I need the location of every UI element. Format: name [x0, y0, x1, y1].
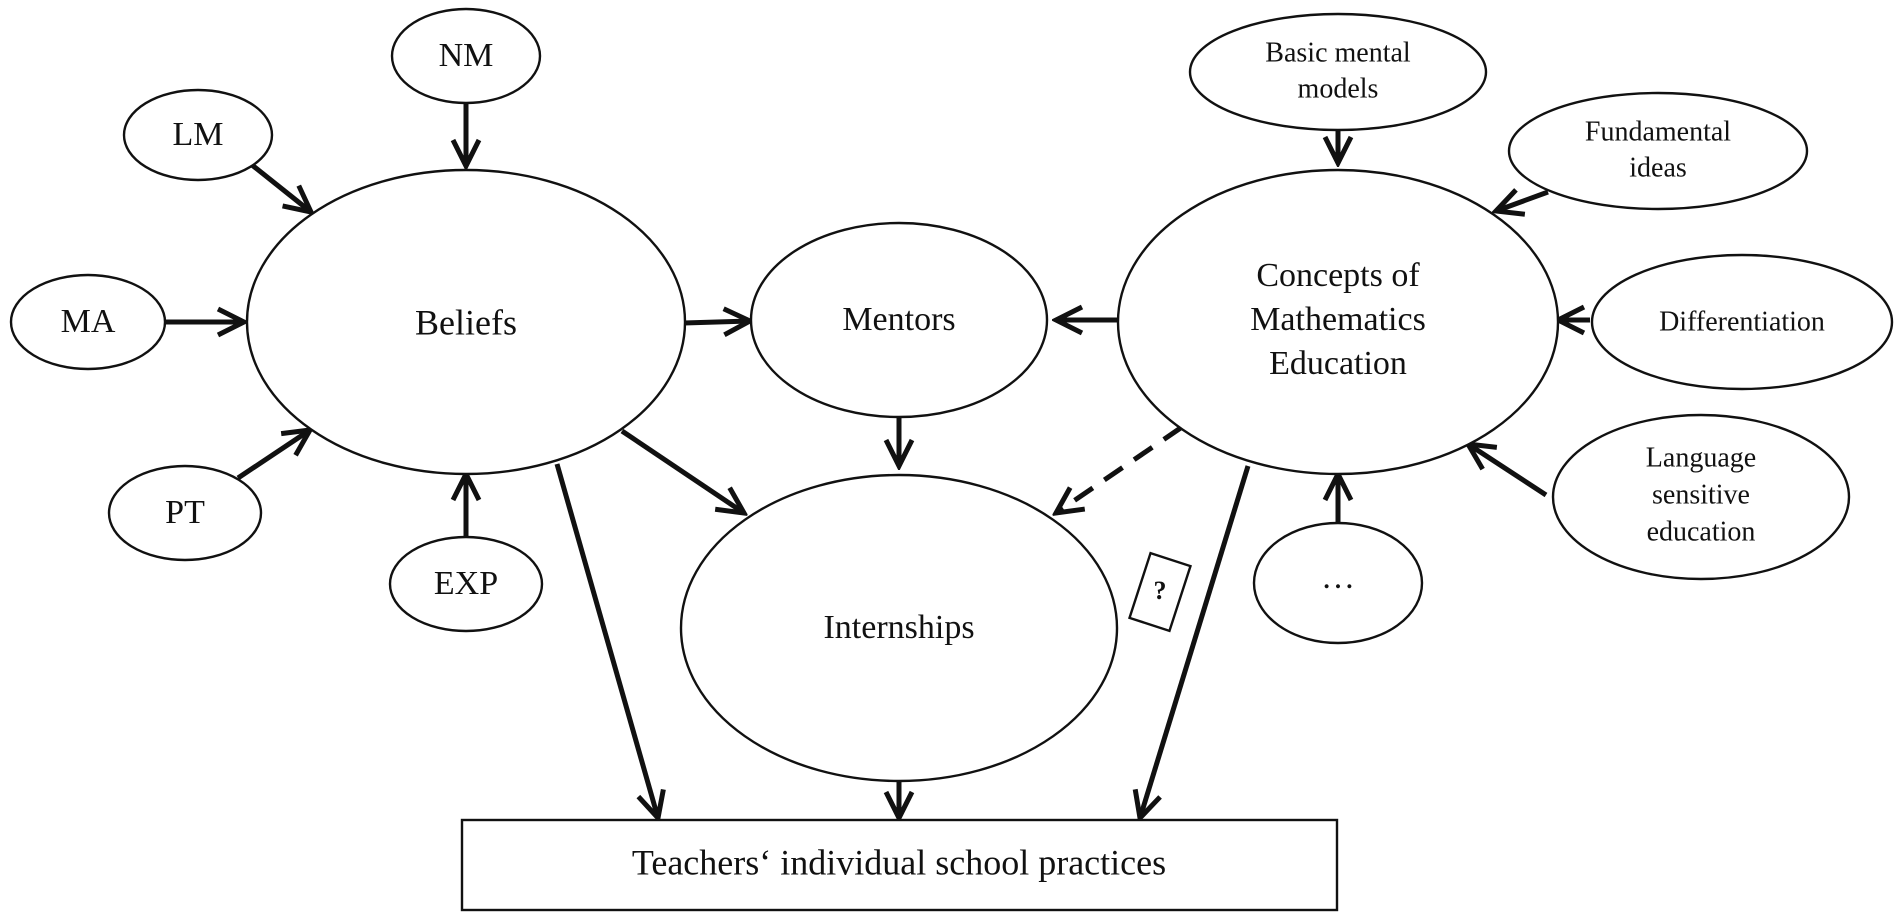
node-beliefs-label: Beliefs: [415, 302, 517, 342]
node-practices: Teachers‘ individual school practices: [460, 818, 1339, 912]
edge-beliefs-practices: [554, 463, 658, 818]
node-exp-label: EXP: [434, 565, 498, 602]
node-bmm-label-line1: Basic mental: [1265, 37, 1411, 68]
node-concepts-label-line3: Education: [1269, 345, 1407, 382]
node-practices-label: Teachers‘ individual school practices: [632, 842, 1166, 882]
node-pt-label: PT: [165, 494, 205, 531]
edge-fundamental-concepts: [1496, 192, 1549, 211]
unknown-marker-label: ?: [1154, 576, 1167, 605]
edge-language-concepts: [1468, 444, 1548, 498]
node-concepts-label-line1: Concepts of: [1256, 257, 1420, 294]
node-language-label-line1: Language: [1646, 442, 1756, 473]
node-ma-label: MA: [61, 303, 116, 340]
node-exp: EXP: [388, 535, 544, 633]
edge-concepts-practices: [1140, 465, 1251, 818]
edges: [166, 103, 1590, 818]
node-nm: NM: [390, 7, 542, 105]
node-ellipsis-label: …: [1321, 559, 1355, 596]
edge-pt-beliefs: [236, 430, 310, 481]
node-differentiation: Differentiation: [1590, 253, 1894, 391]
edge-concepts-internships-dashed: [1056, 424, 1184, 513]
node-lm-label: LM: [173, 116, 224, 153]
edge-beliefs-mentors: [683, 321, 750, 323]
node-mentors: Mentors: [749, 221, 1049, 419]
node-internships: Internships: [679, 473, 1119, 783]
node-internships-label: Internships: [823, 609, 974, 646]
node-ellipsis: …: [1252, 521, 1424, 645]
node-nm-label: NM: [439, 37, 494, 74]
node-beliefs: Beliefs: [245, 168, 687, 476]
node-concepts: Concepts of Mathematics Education: [1116, 168, 1560, 476]
node-language-label-line2: sensitive: [1652, 479, 1750, 510]
node-concepts-label-line2: Mathematics: [1250, 301, 1426, 338]
node-bmm-label-line2: models: [1298, 73, 1379, 104]
edge-beliefs-internships: [620, 428, 744, 513]
node-fundamental-label-line1: Fundamental: [1585, 116, 1731, 147]
node-pt: PT: [107, 464, 263, 562]
node-ma: MA: [9, 273, 167, 371]
unknown-marker-box: [1128, 551, 1192, 633]
node-mentors-label: Mentors: [842, 301, 955, 338]
node-language-sensitive: Language sensitive education: [1551, 413, 1851, 581]
edge-lm-beliefs: [250, 163, 311, 212]
node-differentiation-label: Differentiation: [1659, 306, 1825, 337]
unknown-relation-marker: ?: [1128, 551, 1192, 633]
node-basic-mental-models: Basic mental models: [1188, 12, 1488, 132]
node-lm: LM: [122, 88, 274, 182]
node-language-label-line3: education: [1647, 516, 1756, 547]
node-fundamental-label-line2: ideas: [1629, 152, 1687, 183]
node-fundamental-ideas: Fundamental ideas: [1507, 91, 1809, 211]
